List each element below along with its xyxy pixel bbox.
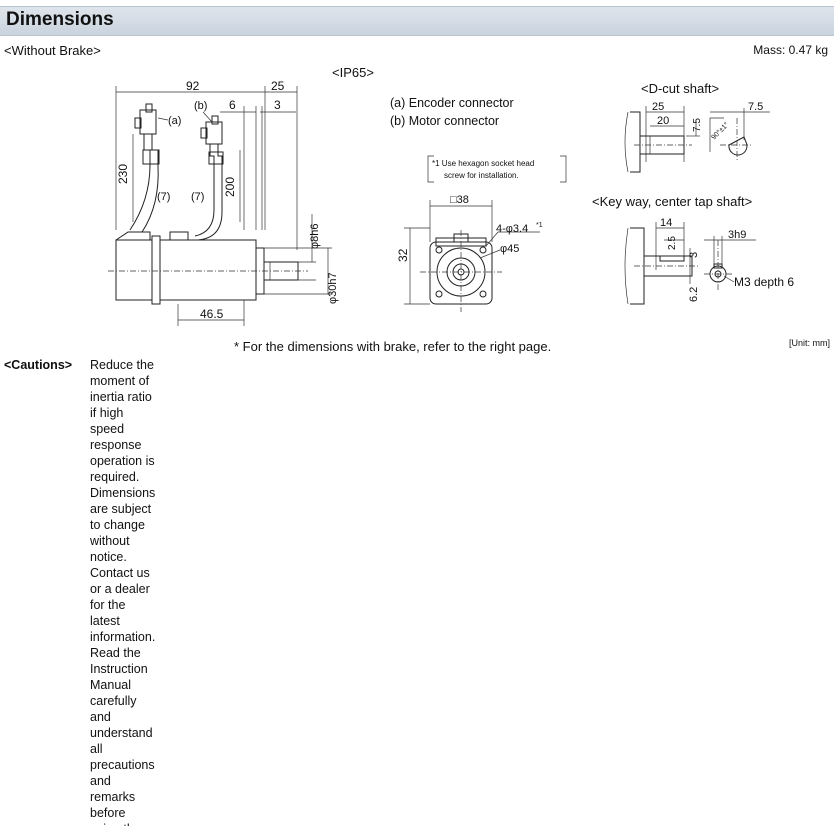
cautions-list: Reduce the moment of inertia ratio if hi…: [90, 357, 155, 826]
dim-total-length: 92: [186, 79, 200, 93]
protection-label: <IP65>: [332, 65, 374, 80]
keyway-title: <Key way, center tap shaft>: [592, 194, 752, 209]
dcut-d25: 25: [652, 101, 664, 113]
dim-pcd: φ45: [500, 243, 519, 255]
dim-base: 46.5: [200, 307, 224, 321]
dim-seven-a: (7): [157, 191, 170, 203]
dcut-d20: 20: [657, 115, 669, 127]
dim-seven-b: (7): [191, 191, 204, 203]
keyway-d14: 14: [660, 217, 672, 229]
keyway-d25: 2.5: [667, 236, 678, 250]
footnote-line1: *1 Use hexagon socket head: [432, 159, 534, 168]
brake-note: * For the dimensions with brake, refer t…: [234, 339, 552, 354]
dim-holes-note: *1: [536, 222, 543, 229]
unit-label: [Unit: mm]: [788, 338, 830, 348]
keyway-d3: 3: [688, 252, 700, 258]
dim-three: 3: [274, 98, 281, 112]
keyway-detail: <Key way, center tap shaft> 14 2.5 3 6.2…: [592, 194, 794, 305]
dim-shaft-dia: φ8h6: [309, 224, 321, 250]
dim-lead: 200: [223, 177, 237, 197]
front-view: *1 Use hexagon socket head screw for ins…: [396, 155, 567, 312]
variant-label: <Without Brake>: [4, 43, 101, 58]
side-view: 92 25 6 3 (a) (b) 230 200: [108, 79, 339, 326]
caution-line: Reduce the moment of inertia ratio if hi…: [90, 358, 155, 484]
dim-spigot-dia: φ30h7: [327, 272, 339, 304]
dim-flange: 25: [271, 79, 285, 93]
dcut-d75b: 7.5: [748, 101, 763, 113]
legend-motor: (b) Motor connector: [390, 114, 500, 128]
header-bar: Dimensions: [0, 6, 834, 36]
legend-encoder: (a) Encoder connector: [390, 96, 514, 110]
caution-line: Dimensions are subject to change without…: [90, 486, 156, 644]
dcut-d75a: 7.5: [692, 118, 703, 132]
dim-height: 32: [396, 248, 410, 262]
keyway-d62: 6.2: [688, 287, 700, 302]
dim-six: 6: [229, 98, 236, 112]
page-title: Dimensions: [6, 9, 114, 30]
dcut-detail: <D-cut shaft> 25 20 7.5 7.5 90°±1°: [624, 81, 770, 173]
footnote-line2: screw for installation.: [444, 171, 519, 180]
dimension-drawing: 92 25 6 3 (a) (b) 230 200: [108, 79, 794, 326]
label-motor: (b): [194, 100, 207, 112]
keyway-tap: M3 depth 6: [734, 275, 794, 289]
keyway-h9: 3h9: [728, 229, 746, 241]
cautions-label: <Cautions>: [4, 358, 73, 372]
dim-holes: 4-φ3.4: [496, 223, 528, 235]
mass-label: Mass: 0.47 kg: [753, 43, 828, 57]
caution-line: Read the Instruction Manual carefully an…: [90, 646, 155, 826]
dcut-title: <D-cut shaft>: [641, 81, 719, 96]
dcut-angle: 90°±1°: [710, 121, 731, 142]
label-encoder: (a): [168, 115, 181, 127]
dim-cable: 230: [116, 164, 130, 184]
dim-square: □38: [450, 194, 469, 206]
